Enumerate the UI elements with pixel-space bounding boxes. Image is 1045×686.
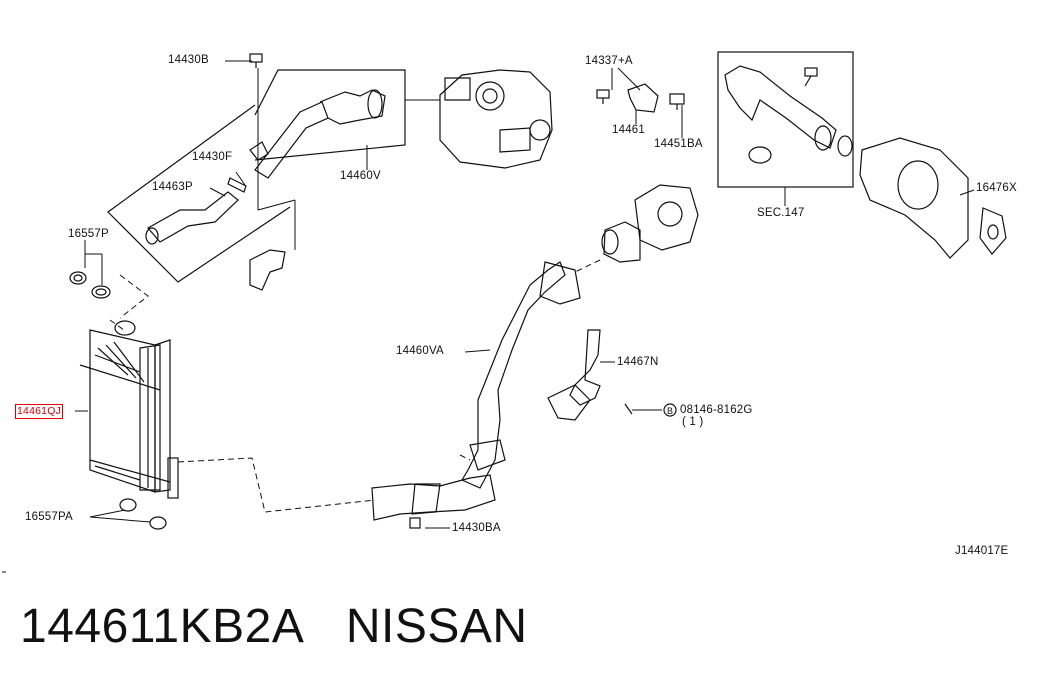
label-14337a: 14337+A — [585, 55, 633, 67]
bracket-14461-group — [596, 83, 685, 113]
upper-hoses — [145, 89, 386, 291]
label-14467n: 14467N — [617, 356, 659, 368]
label-16557pa: 16557PA — [25, 511, 73, 523]
label-14463p: 14463P — [152, 181, 193, 193]
throttle-assembly — [601, 184, 699, 263]
valve-16476x — [859, 137, 1007, 259]
parts-diagram-drawing: B — [2, 51, 1007, 573]
label-16557p: 16557P — [68, 228, 109, 240]
label-sec147: SEC.147 — [757, 207, 805, 219]
label-14460v: 14460V — [340, 170, 381, 182]
label-14461-highlighted: 14461QJ — [15, 404, 64, 419]
hose-14460va — [371, 261, 581, 529]
caption: 144611KB2A NISSAN — [20, 598, 528, 656]
label-bolt-code: 08146-8162G — [680, 404, 753, 416]
label-14430f: 14430F — [192, 151, 233, 163]
turbocharger — [439, 69, 553, 169]
label-14430ba: 14430BA — [452, 522, 501, 534]
sec147-frame — [717, 51, 854, 188]
dashed-connections — [109, 259, 601, 513]
upper-hose-group-frame — [107, 69, 406, 283]
label-14430b: 14430B — [168, 54, 209, 66]
label-14460va: 14460VA — [396, 345, 444, 357]
leader-lines — [75, 60, 975, 529]
label-16476x: 16476X — [976, 182, 1017, 194]
caption-part-number: 144611KB2A — [20, 600, 305, 653]
grommets-16557pa — [119, 498, 167, 530]
svg-text:B: B — [667, 406, 673, 416]
label-14461: 14461 — [612, 124, 645, 136]
label-14451ba: 14451BA — [654, 138, 703, 150]
bolt-marker-b — [663, 403, 677, 417]
bolt-14430b — [249, 53, 263, 68]
parts-diagram: B 14430B 14430F 14463P 16557P 14461QJ 16… — [2, 51, 1017, 573]
bracket-14467n: B — [547, 329, 677, 421]
intercooler — [79, 320, 179, 499]
grommets-16557p — [69, 271, 111, 299]
diagram-code: J144017E — [955, 545, 1009, 557]
label-bolt-qty: ( 1 ) — [682, 416, 704, 428]
caption-brand: NISSAN — [345, 600, 528, 653]
